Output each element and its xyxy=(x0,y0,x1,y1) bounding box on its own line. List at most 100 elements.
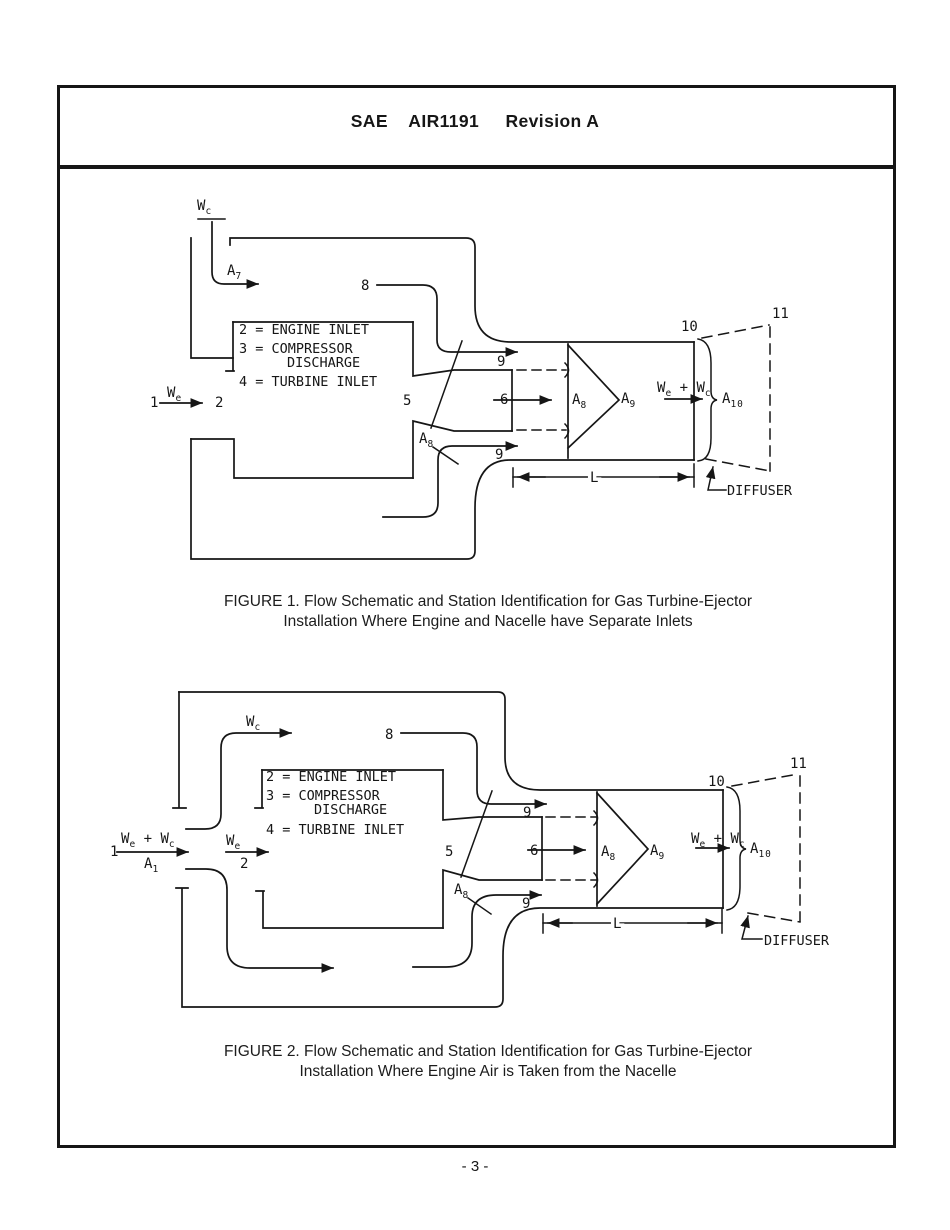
fig1-labels: Wc A7 8 1 We 2 2 = ENGINE INLET 3 = COMP… xyxy=(150,198,793,499)
fig1-station5-label: 5 xyxy=(403,393,411,409)
fig1-station1-label: 1 xyxy=(150,395,158,411)
fig2-flow-arrows xyxy=(116,728,763,973)
fig1-station6-label: 6 xyxy=(500,392,508,408)
fig1-wc-label: Wc xyxy=(197,198,211,217)
fig1-nozzle-top xyxy=(412,321,513,377)
fig1-jet-cone xyxy=(566,343,621,450)
fig1-we-label: We xyxy=(167,385,181,404)
fig1-legend-line2: 3 = COMPRESSOR xyxy=(239,341,354,357)
fig1-legend-line1: 2 = ENGINE INLET xyxy=(239,322,369,338)
fig1-inlet-lower-wall-step xyxy=(190,438,414,479)
fig1-a7-label: A7 xyxy=(227,263,241,282)
fig1-engine-box-left-stub xyxy=(225,321,235,372)
fig2-length-label: L xyxy=(613,916,621,932)
fig1-diffuser-label: DIFFUSER xyxy=(727,483,793,499)
fig1-station2-label: 2 xyxy=(215,395,223,411)
page-border xyxy=(57,85,896,1148)
fig2-legend-line1: 2 = ENGINE INLET xyxy=(266,769,396,785)
figure1-caption-line2: Installation Where Engine and Nacelle ha… xyxy=(283,613,693,630)
fig2-engine-body xyxy=(254,769,543,929)
fig1-a8-jet-label: A8 xyxy=(572,392,586,411)
fig2-lower-duct-arrow xyxy=(185,868,334,973)
fig2-l-dim-ticks xyxy=(542,908,723,934)
fig1-diffuser-dashed-top xyxy=(701,324,770,339)
fig1-engine-body xyxy=(225,321,513,479)
fig2-nacelle-outline xyxy=(172,691,724,1008)
fig2-wc-label: Wc xyxy=(246,714,260,733)
fig2-legend-line4: 4 = TURBINE INLET xyxy=(266,822,404,838)
fig2-we-label: We xyxy=(226,833,240,852)
fig2-diffuser-dashed-bottom xyxy=(747,912,801,923)
fig1-station5-leader xyxy=(430,340,463,429)
fig2-engine-box-left-stub xyxy=(254,769,264,809)
fig1-legend-line3: DISCHARGE xyxy=(287,355,360,371)
fig1-exit-flow-label: We + Wc xyxy=(657,380,711,399)
fig2-inlet-flow-label: We + Wc xyxy=(121,831,175,850)
fig1-nacelle-outline xyxy=(190,237,695,560)
fig2-jet-and-shroud xyxy=(545,773,801,923)
fig2-nozzle-top xyxy=(442,769,543,821)
fig2-exit-flow-label: We + Wc xyxy=(691,831,745,850)
fig2-legend-line3: DISCHARGE xyxy=(314,802,387,818)
fig1-a8-leader xyxy=(431,445,460,466)
fig1-length-dimension xyxy=(512,463,695,488)
fig2-a8-nozzle-label: A8 xyxy=(454,882,468,901)
fig1-station10-label: 10 xyxy=(681,319,698,335)
fig2-a8-leader xyxy=(466,896,493,916)
fig1-a8-nozzle-label: A8 xyxy=(419,431,433,450)
fig1-jet-and-shroud xyxy=(516,324,771,472)
fig2-a9-jet-label: A9 xyxy=(650,843,664,862)
fig2-legend-line2: 3 = COMPRESSOR xyxy=(266,788,381,804)
figure1-caption: FIGURE 1. Flow Schematic and Station Ide… xyxy=(28,592,948,632)
fig2-station5-label: 5 xyxy=(445,844,453,860)
fig1-brace-tick-top xyxy=(563,361,570,379)
fig1-station8-leader-arrow xyxy=(376,284,518,357)
figure1-caption-line1: FIGURE 1. Flow Schematic and Station Ide… xyxy=(223,593,753,610)
fig2-secondary-flow-bottom-arrow xyxy=(412,890,542,968)
fig2-length-dimension xyxy=(542,908,723,934)
fig2-a8-jet-label: A8 xyxy=(601,844,615,863)
fig2-station11-label: 11 xyxy=(790,756,807,772)
fig2-station6-label: 6 xyxy=(530,843,538,859)
figure1-diagram: Wc A7 8 1 We 2 2 = ENGINE INLET 3 = COMP… xyxy=(150,198,793,560)
fig1-exit-brace xyxy=(697,338,718,462)
fig1-bottom-cowl-line xyxy=(190,438,695,560)
fig2-exit-brace xyxy=(726,786,747,911)
figure2-caption: FIGURE 2. Flow Schematic and Station Ide… xyxy=(28,1042,948,1082)
fig1-a9-jet-label: A9 xyxy=(621,391,635,410)
fig1-station9-top-label: 9 xyxy=(497,354,505,370)
fig1-station9-bottom-label: 9 xyxy=(495,447,503,463)
fig1-legend-line4: 4 = TURBINE INLET xyxy=(239,374,377,390)
document-header-title: SAE AIR1191 Revision A xyxy=(350,111,600,131)
fig1-brace-tick-bottom xyxy=(563,422,570,440)
fig2-labels: Wc 8 1 We + Wc A1 We 2 2 = ENGINE INLET … xyxy=(110,714,830,949)
fig2-station1-label: 1 xyxy=(110,844,118,860)
fig1-l-dim-ticks xyxy=(512,463,695,488)
figure2-caption-line2: Installation Where Engine Air is Taken f… xyxy=(299,1063,677,1080)
fig2-station2-label: 2 xyxy=(240,856,248,872)
fig2-a1-label: A1 xyxy=(144,856,158,875)
fig2-bottom-cowl-line xyxy=(175,887,724,1008)
fig2-station8-label: 8 xyxy=(385,727,393,743)
fig2-diffuser-label: DIFFUSER xyxy=(764,933,830,949)
fig1-top-cowl-line xyxy=(229,237,695,343)
fig2-brace-tick-top xyxy=(592,809,599,827)
fig2-top-cowl-line xyxy=(178,691,724,791)
fig1-inlet-upper-wall xyxy=(190,237,234,359)
fig1-diffuser-dashed-bottom xyxy=(705,458,771,472)
fig2-inlet-upper-lip xyxy=(172,691,187,809)
fig2-a10-label: A10 xyxy=(750,841,772,860)
fig2-nacelle-air-arrow xyxy=(185,728,292,830)
fig2-diffuser-dashed-top xyxy=(731,773,799,787)
fig2-station8-leader-arrow xyxy=(400,732,547,809)
header-rule xyxy=(57,165,896,169)
page-number: - 3 - xyxy=(461,1158,489,1175)
fig2-station9-top-label: 9 xyxy=(523,805,531,821)
fig1-secondary-flow-bottom-arrow xyxy=(382,441,518,518)
fig2-jet-cone xyxy=(595,791,650,906)
fig1-flow-arrows xyxy=(159,218,727,518)
fig1-length-label: L xyxy=(590,470,598,486)
fig2-engine-box-bottom xyxy=(255,890,444,929)
fig2-station9-bottom-label: 9 xyxy=(522,896,530,912)
